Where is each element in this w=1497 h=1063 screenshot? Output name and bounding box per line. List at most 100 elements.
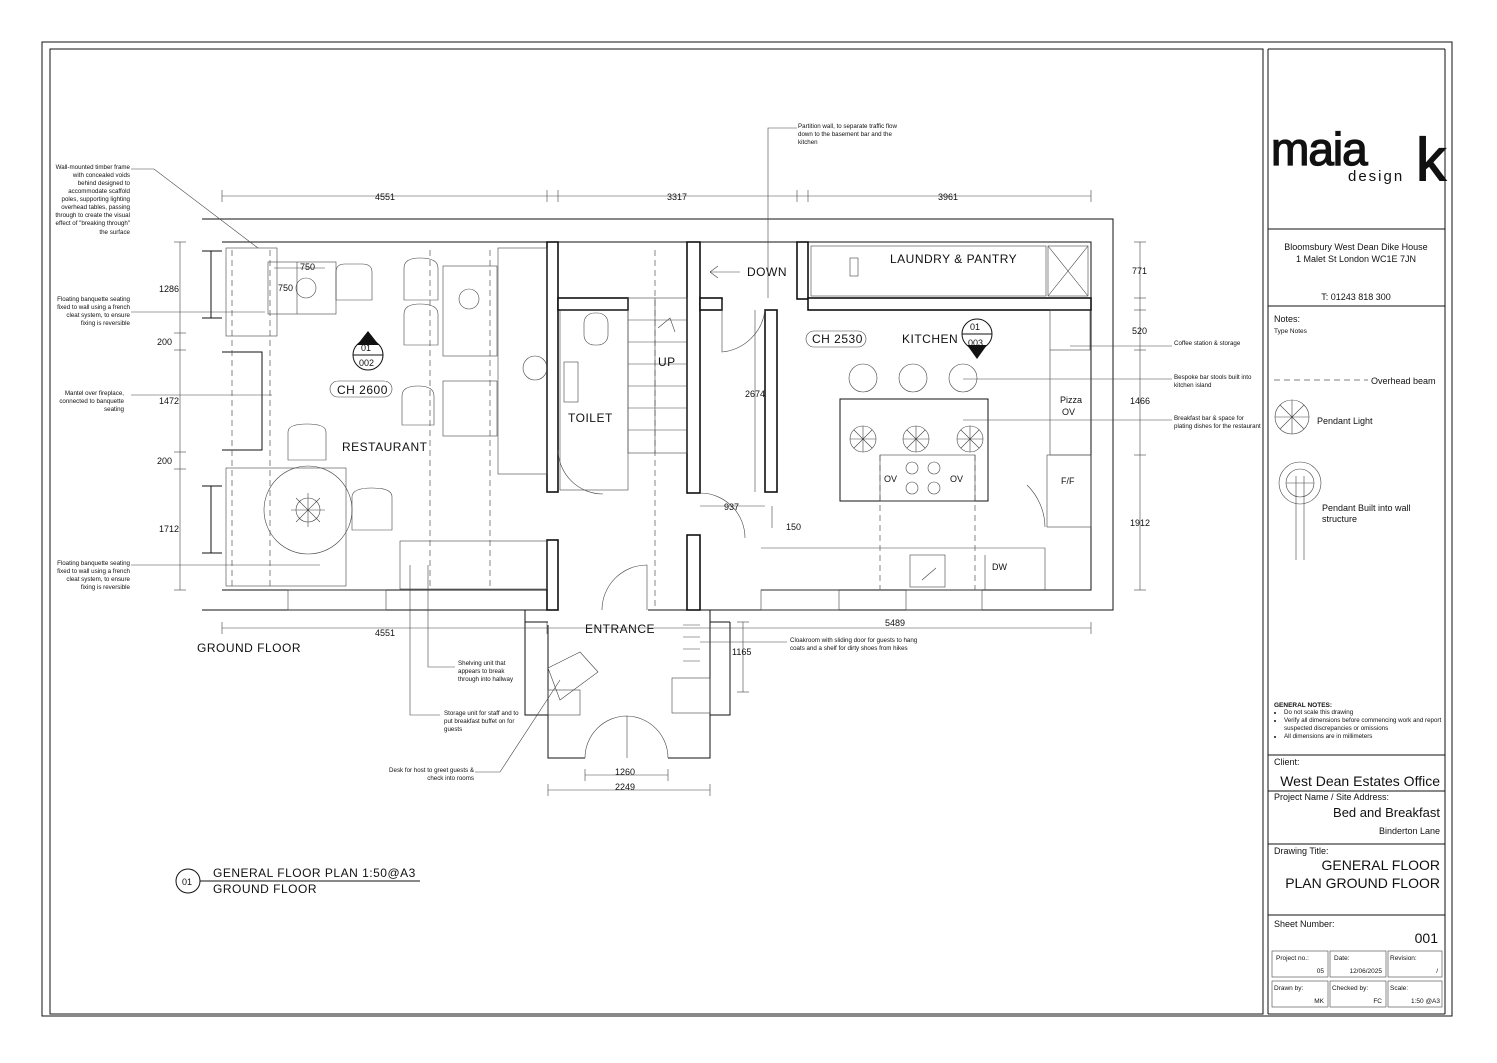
label-dw: DW — [992, 562, 1007, 572]
section-marker-003: 01 003 — [961, 318, 993, 359]
dim-table-d: 750 — [278, 283, 293, 293]
revision-label: Revision: — [1390, 955, 1417, 962]
drawing-title-2: PLAN GROUND FLOOR — [1285, 875, 1440, 891]
svg-text:CH 2530: CH 2530 — [812, 332, 863, 346]
svg-text:CH 2600: CH 2600 — [337, 383, 388, 397]
general-note: Verify all dimensions before commencing … — [1284, 717, 1444, 733]
label-down: DOWN — [747, 265, 787, 279]
note-shelving: Shelving unit that appears to break thro… — [458, 660, 514, 684]
client-label: Client: — [1274, 757, 1300, 767]
dimension-lines — [174, 190, 1146, 796]
dim-left-4: 200 — [157, 456, 172, 466]
general-notes-title: GENERAL NOTES: — [1274, 702, 1332, 709]
scale: 1:50 @A3 — [1411, 998, 1440, 1005]
address-line1: Bloomsbury West Dean Dike House — [1284, 242, 1427, 252]
dim-stair: 2674 — [745, 389, 765, 399]
dim-bottom-right: 5489 — [885, 618, 905, 628]
note-banquette-2: Floating banquette seating fixed to wall… — [57, 560, 130, 592]
note-coffee: Coffee station & storage — [1174, 340, 1241, 347]
floor-plan — [202, 218, 1114, 759]
label-up: UP — [658, 355, 676, 369]
note-partition: Partition wall, to separate traffic flow… — [798, 123, 897, 147]
dim-top-2: 3317 — [667, 192, 687, 202]
pendant-lights — [848, 363, 984, 453]
note-storage: Storage unit for staff and to put breakf… — [444, 710, 519, 734]
dim-right-3: 1466 — [1130, 396, 1150, 406]
project-no: 05 — [1317, 968, 1325, 975]
drawn-label: Drawn by: — [1274, 985, 1303, 992]
room-entrance: ENTRANCE — [585, 622, 655, 636]
project: Bed and Breakfast — [1333, 805, 1440, 820]
label-pizza: Pizza — [1060, 395, 1082, 405]
room-toilet: TOILET — [568, 411, 613, 425]
dim-door-150: 150 — [786, 522, 801, 532]
floor-label: GROUND FLOOR — [197, 641, 301, 655]
leader-lines — [131, 127, 1172, 773]
wall-restaurant-toilet — [546, 241, 559, 493]
note-bar-stools: Bespoke bar stools built into kitchen is… — [1174, 374, 1252, 390]
exterior-wall — [202, 218, 1114, 611]
dim-top-1: 4551 — [375, 192, 395, 202]
date: 12/06/2025 — [1349, 968, 1382, 975]
dim-left-2: 200 — [157, 337, 172, 347]
drawn: MK — [1314, 998, 1324, 1005]
section-marker-002: 01 002 — [352, 331, 384, 371]
logo-k: k — [1416, 126, 1447, 193]
project-no-label: Project no.: — [1276, 955, 1309, 962]
general-notes: Do not scale this drawing Verify all dim… — [1274, 709, 1444, 741]
dim-right-4: 1912 — [1130, 518, 1150, 528]
title-block: maia k design Bloomsbury West Dean Dike … — [1268, 123, 1447, 1007]
general-note: Do not scale this drawing — [1284, 709, 1444, 717]
phone: T: 01243 818 300 — [1321, 292, 1391, 302]
room-laundry: LAUNDRY & PANTRY — [890, 252, 1017, 266]
room-kitchen: KITCHEN — [902, 332, 958, 346]
hob — [905, 461, 941, 495]
svg-text:01: 01 — [361, 343, 371, 353]
note-cloakroom: Cloakroom with sliding door for guests t… — [790, 637, 918, 653]
svg-text:01: 01 — [182, 877, 192, 887]
dim-entrance-inner: 1260 — [615, 767, 635, 777]
dim-right-1: 771 — [1132, 266, 1147, 276]
logo-main: maia — [1271, 123, 1368, 175]
notes-label: Notes: — [1274, 314, 1300, 324]
drawing-title-label: Drawing Title: — [1274, 846, 1329, 856]
client: West Dean Estates Office — [1280, 773, 1440, 789]
dim-cloakroom: 1165 — [732, 647, 751, 657]
dim-top-3: 3961 — [938, 192, 958, 202]
scale-label: Scale: — [1390, 985, 1408, 992]
sheet-label: Sheet Number: — [1274, 919, 1335, 929]
dim-left-1: 1286 — [159, 284, 179, 294]
label-ov-1: OV — [884, 474, 897, 484]
notes-sub: Type Notes — [1274, 328, 1308, 335]
drawing-frame — [49, 48, 1264, 1015]
note-banquette-1: Floating banquette seating fixed to wall… — [57, 296, 130, 328]
note-timber-frame: Wall-mounted timber frame with concealed… — [55, 164, 130, 236]
checked: FC — [1373, 998, 1382, 1005]
dim-left-3: 1472 — [159, 396, 179, 406]
label-ov-2: OV — [950, 474, 963, 484]
project-label: Project Name / Site Address: — [1274, 792, 1389, 802]
legend-pendant-wall: Pendant Built into wall structure — [1322, 503, 1411, 524]
kitchen-ceiling-height: CH 2530 — [805, 330, 867, 348]
svg-text:GENERAL FLOOR PLAN 1:50@A3: GENERAL FLOOR PLAN 1:50@A3 — [213, 866, 416, 880]
restaurant-ceiling-height: CH 2600 — [329, 380, 393, 398]
stairs — [627, 297, 688, 454]
address-line2: 1 Malet St London WC1E 7JN — [1296, 254, 1416, 264]
note-breakfast-bar: Breakfast bar & space for plating dishes… — [1174, 415, 1261, 431]
plan-title: 01 GENERAL FLOOR PLAN 1:50@A3 GROUND FLO… — [175, 866, 420, 896]
drawing-title-1: GENERAL FLOOR — [1321, 857, 1440, 873]
chairs — [287, 257, 439, 531]
dim-table-w: 750 — [300, 262, 315, 272]
svg-text:01: 01 — [970, 322, 980, 332]
dim-door-937: 937 — [724, 502, 739, 512]
label-pizza-ov: OV — [1062, 407, 1075, 417]
legend-pendant: Pendant Light — [1317, 416, 1373, 426]
legend-overhead-beam: Overhead beam — [1371, 376, 1436, 386]
logo-sub: design — [1348, 168, 1404, 185]
svg-text:003: 003 — [968, 338, 983, 348]
sheet-number: 001 — [1415, 930, 1439, 946]
note-desk: Desk for host to greet guests & check in… — [389, 767, 474, 783]
checked-label: Checked by: — [1332, 985, 1368, 992]
date-label: Date: — [1334, 955, 1350, 962]
